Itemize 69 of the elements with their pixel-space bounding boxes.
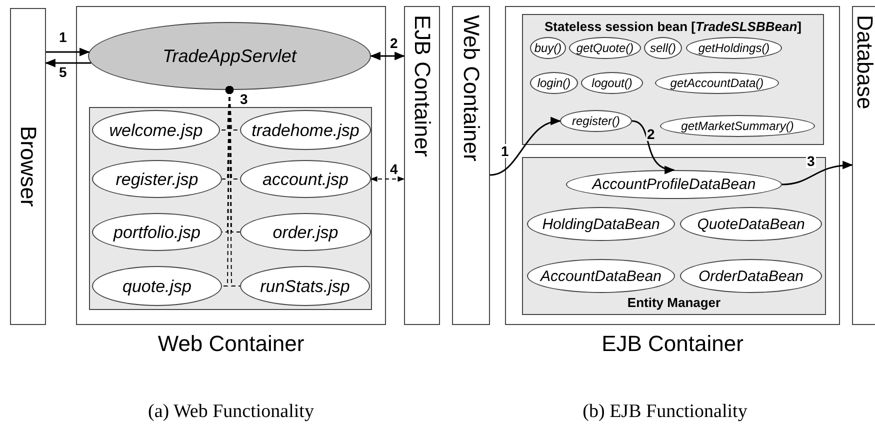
method-ellipse (530, 72, 578, 94)
group-heading: Entity Manager (626, 294, 722, 312)
node-label: account.jsp (262, 170, 348, 188)
arrow (782, 161, 854, 186)
entity-ellipse (680, 207, 822, 241)
method-ellipse (644, 37, 682, 59)
node-label: buy() (534, 42, 562, 54)
node-label: OrderDataBean (698, 268, 804, 284)
node-label: register() (572, 115, 620, 127)
node-label: AccountProfileDataBean (592, 177, 756, 192)
arrow (490, 118, 562, 176)
dashed-connector (370, 176, 405, 182)
container-box (452, 6, 490, 325)
bean-box (522, 14, 824, 145)
edge-label: 4 (389, 162, 399, 176)
arrow (370, 52, 406, 60)
node-label: getMarketSummary() (681, 120, 794, 132)
node-label: getHoldings() (698, 42, 770, 54)
node-label: register.jsp (116, 170, 198, 188)
node-label: HoldingDataBean (542, 216, 660, 232)
browser-box (10, 8, 46, 325)
page-ellipse (240, 110, 371, 150)
vertical-label: Database (854, 15, 875, 110)
edge-label: 5 (58, 65, 68, 79)
edge-label: 2 (389, 36, 399, 50)
node-label: tradehome.jsp (252, 122, 360, 138)
node-label: TradeAppServlet (162, 47, 296, 65)
node-label: sell() (650, 42, 676, 54)
node-label: order.jsp (272, 224, 338, 240)
page-ellipse (92, 110, 220, 150)
node-label: getAccountData() (670, 77, 764, 89)
container-title: Web Container (156, 333, 306, 355)
edge-label: 1 (58, 30, 68, 44)
entity-ellipse (680, 259, 822, 293)
page-ellipse (92, 266, 222, 306)
node-label: logout() (592, 77, 632, 89)
method-ellipse (530, 37, 566, 59)
edge-label: 1 (500, 144, 510, 158)
page-ellipse (92, 160, 222, 198)
caption: (a) Web Functionality (147, 400, 315, 424)
arrow (632, 120, 676, 173)
arrow (44, 58, 92, 68)
page-ellipse (240, 213, 371, 251)
container-box (404, 6, 440, 325)
page-ellipse (92, 213, 222, 251)
vertical-label: EJB Container (411, 15, 433, 157)
node-label: getQuote() (576, 42, 634, 54)
node-label: portfolio.jsp (114, 224, 200, 240)
node-label: login() (537, 77, 571, 89)
arrow (46, 48, 90, 56)
node-label: quote.jsp (122, 278, 192, 294)
vertical-label: Web Container (460, 15, 482, 162)
node-label: welcome.jsp (109, 122, 203, 138)
caption: (b) EJB Functionality (582, 400, 748, 424)
group-heading: Stateless session bean [TradeSLSBBean] (544, 18, 802, 36)
edge-label: 3 (806, 154, 816, 168)
node-label: QuoteDataBean (697, 216, 805, 232)
edge-label: 2 (646, 127, 656, 141)
vertical-label: Browser (17, 126, 39, 207)
manager-box (522, 157, 826, 315)
container-title: EJB Container (600, 333, 744, 355)
database-box (852, 6, 875, 325)
page-ellipse (240, 160, 371, 198)
node-label: AccountDataBean (540, 268, 662, 284)
node-label: runStats.jsp (260, 278, 350, 294)
page-ellipse (240, 266, 370, 306)
edge-label: 3 (239, 92, 249, 106)
group-box (89, 107, 372, 310)
dashed-connector (225, 86, 240, 286)
